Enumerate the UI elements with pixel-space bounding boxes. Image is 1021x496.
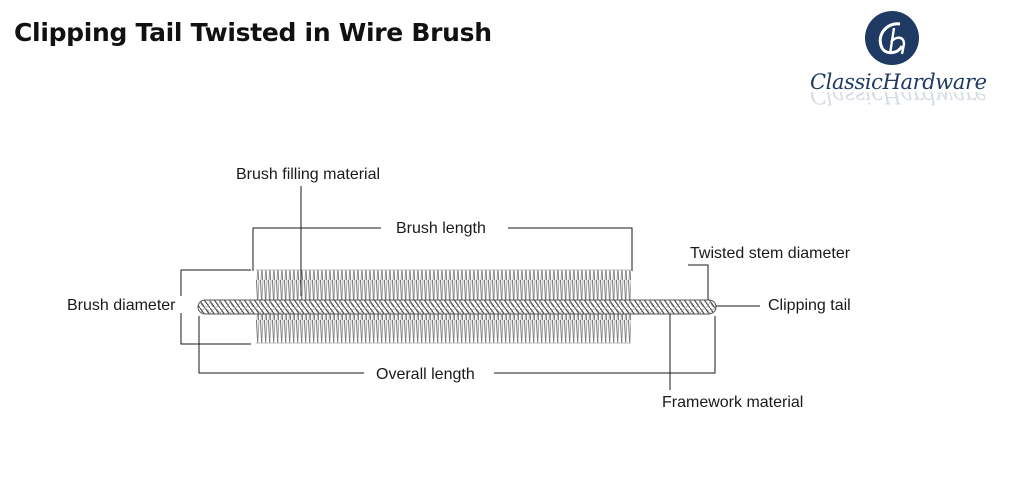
label-brush-filling-material: Brush filling material: [236, 166, 380, 183]
brush-diameter-top: [180, 269, 251, 296]
label-twisted-stem-diameter: Twisted stem diameter: [690, 245, 851, 262]
ch-monogram-circle-icon: [864, 10, 920, 71]
page-title: Clipping Tail Twisted in Wire Brush: [14, 18, 492, 47]
stem-diameter-leader: [688, 264, 709, 300]
overall-length-left: [198, 316, 364, 374]
logo-wordmark: ClassicHardware: [810, 70, 987, 94]
brush-diameter-bottom: [180, 313, 251, 345]
label-clipping-tail: Clipping tail: [768, 297, 851, 314]
brand-logo: ClassicHardware ClassicHardware: [810, 10, 987, 120]
dimension-lines: [180, 186, 760, 390]
brush-bristles: [256, 269, 631, 344]
label-overall-length: Overall length: [376, 366, 475, 383]
overall-length-right: [494, 316, 716, 374]
label-brush-diameter: Brush diameter: [67, 297, 176, 314]
brush-length-left: [252, 227, 381, 271]
twisted-stem: [197, 299, 717, 315]
brush-length-right: [508, 227, 633, 271]
label-brush-length: Brush length: [396, 220, 486, 237]
label-framework-material: Framework material: [662, 394, 803, 411]
